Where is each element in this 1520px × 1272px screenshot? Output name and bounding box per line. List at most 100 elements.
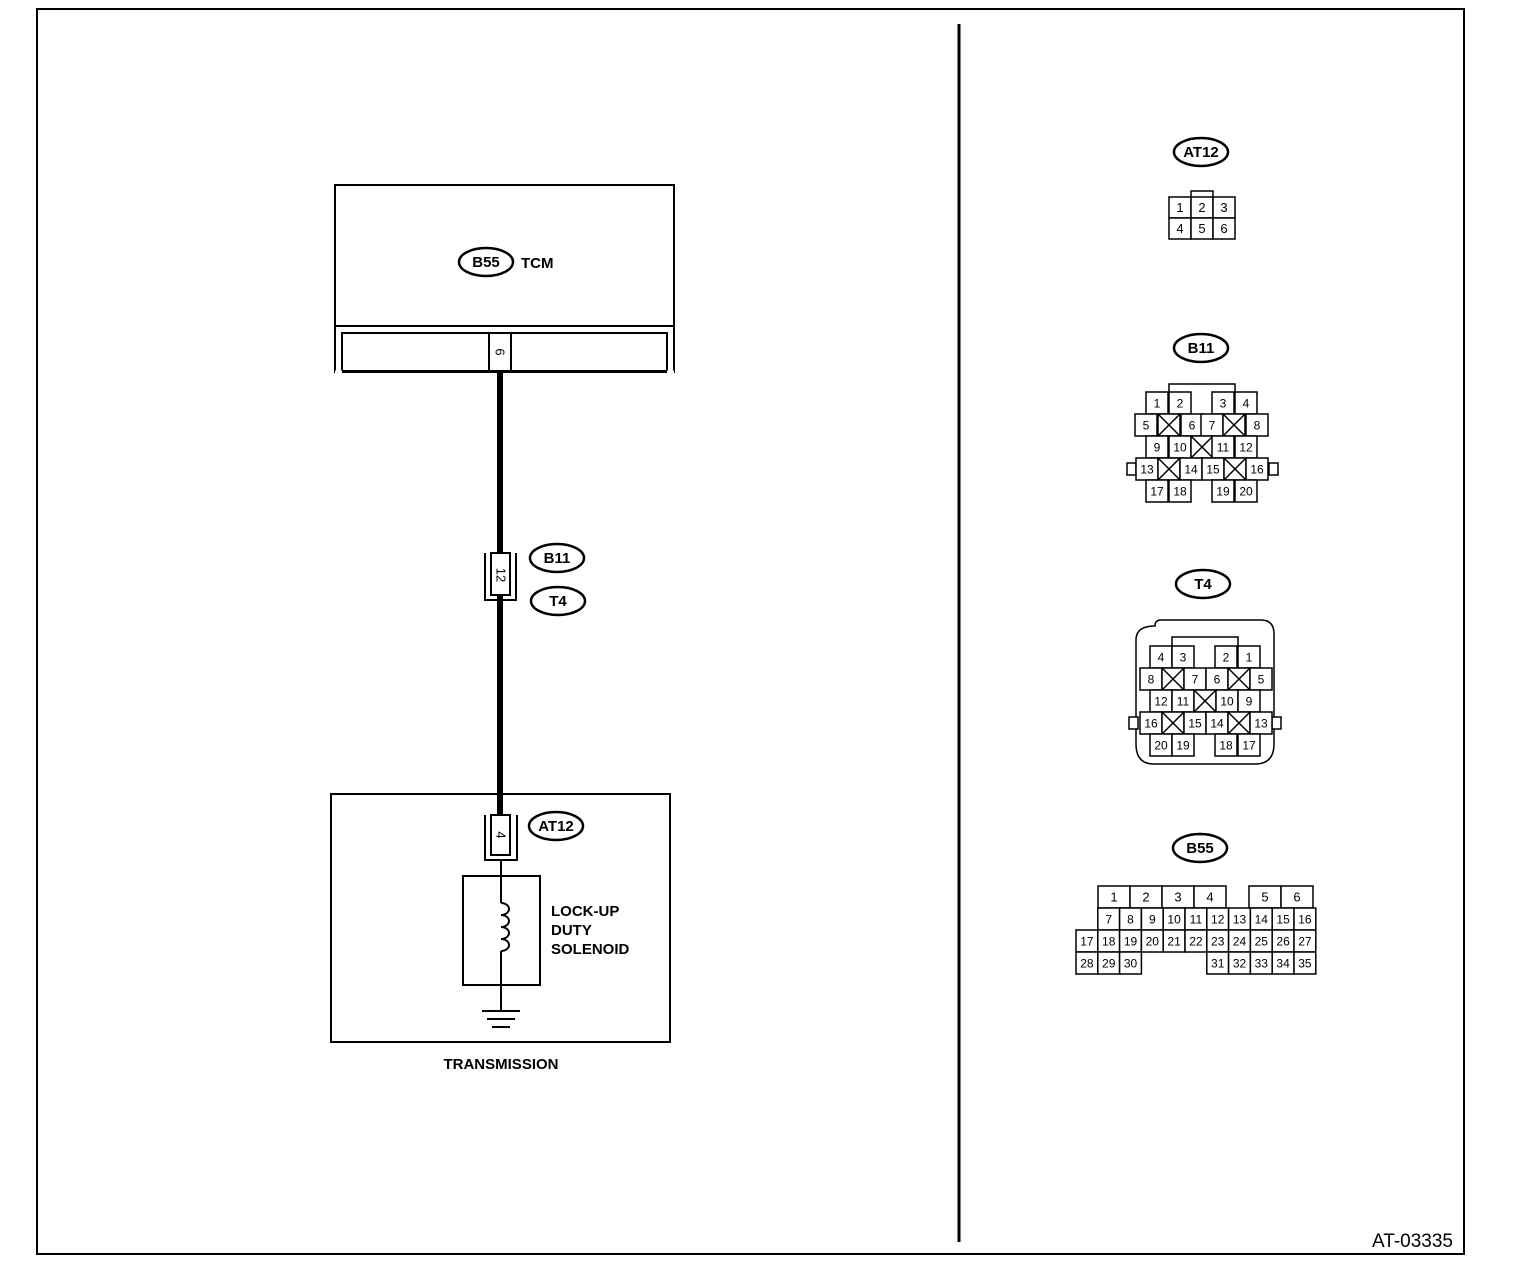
diagram-id-code: AT-03335 [1372, 1231, 1453, 1252]
t4-pin: 14 [1210, 717, 1224, 731]
t4-pin: 2 [1223, 651, 1230, 665]
outer-frame [36, 8, 1465, 1255]
b11-pin: 13 [1140, 463, 1154, 477]
b11-pin: 20 [1239, 485, 1253, 499]
b11-pin: 10 [1173, 441, 1187, 455]
b55-pin: 17 [1080, 935, 1094, 949]
b11-face-oval [1172, 332, 1230, 364]
b11-connector-oval [528, 542, 586, 574]
t4-pin: 18 [1219, 739, 1233, 753]
t4-pin: 5 [1258, 673, 1265, 687]
b11-pin: 2 [1177, 397, 1184, 411]
b55-pin: 14 [1255, 913, 1269, 927]
b55-pin: 4 [1206, 890, 1213, 905]
at12-pin: 4 [1176, 221, 1183, 236]
t4-connector-oval [529, 585, 587, 617]
b55-pin: 33 [1255, 957, 1269, 971]
b55-pin: 19 [1124, 935, 1138, 949]
b11-pin: 17 [1150, 485, 1164, 499]
b55-pin: 34 [1276, 957, 1290, 971]
t4-pin: 12 [1154, 695, 1168, 709]
at12-pin: 6 [1220, 221, 1227, 236]
at12-pin: 5 [1198, 221, 1205, 236]
solenoid-label-2: DUTY [551, 922, 592, 939]
b55-pin: 28 [1080, 957, 1094, 971]
solenoid-label-1: LOCK-UP [551, 903, 619, 920]
t4-pin: 3 [1180, 651, 1187, 665]
at12-pin: 3 [1220, 200, 1227, 215]
at12-pin-label: 4 [494, 831, 509, 838]
t4-pin: 6 [1214, 673, 1221, 687]
b55-pin: 2 [1142, 890, 1149, 905]
b11-pin: 14 [1184, 463, 1198, 477]
solenoid-coil-icon [500, 902, 510, 952]
b11-pin: 11 [1217, 441, 1230, 455]
tcm-name: TCM [521, 255, 554, 272]
b55-pin: 13 [1233, 913, 1247, 927]
b11-pin: 3 [1220, 397, 1227, 411]
b11-pin: 6 [1189, 419, 1196, 433]
b55-pin: 25 [1255, 935, 1269, 949]
t4-connector-label: T4 [549, 593, 567, 610]
b55-pin: 31 [1211, 957, 1225, 971]
t4-pin: 20 [1154, 739, 1168, 753]
t4-pin: 19 [1176, 739, 1190, 753]
solenoid-label-3: SOLENOID [551, 941, 630, 958]
t4-pin: 10 [1220, 695, 1234, 709]
t4-pin: 8 [1148, 673, 1155, 687]
b11-pin: 1 [1154, 397, 1161, 411]
b11-pin: 7 [1209, 419, 1216, 433]
b55-pin: 23 [1211, 935, 1225, 949]
t4-pin: 11 [1177, 695, 1190, 709]
t4-pin: 15 [1188, 717, 1202, 731]
t4-pin: 1 [1246, 651, 1253, 665]
b55-pin: 26 [1276, 935, 1290, 949]
b55-pin: 1 [1110, 890, 1117, 905]
b55-pin: 30 [1124, 957, 1138, 971]
t4-face-label: T4 [1194, 576, 1212, 593]
b55-pin: 21 [1167, 935, 1181, 949]
t4-pin: 17 [1242, 739, 1256, 753]
b55-pin: 35 [1298, 957, 1312, 971]
b11-pin: 9 [1154, 441, 1161, 455]
transmission-unit: 4 AT12 LOCK-UP DUTY SOLENOID [330, 793, 671, 1043]
b11-pin: 5 [1143, 419, 1150, 433]
t4-pin: 16 [1144, 717, 1158, 731]
t4-pin: 7 [1192, 673, 1199, 687]
b11-pin: 4 [1243, 397, 1250, 411]
at12-pin: 1 [1176, 200, 1183, 215]
joint-connector: 12 B11 T4 [484, 542, 587, 617]
b55-pin: 7 [1105, 913, 1112, 927]
tcm-pin-label: 6 [493, 348, 508, 355]
at12-pin: 2 [1198, 200, 1205, 215]
t4-pin: 4 [1158, 651, 1165, 665]
b55-pin: 27 [1298, 935, 1312, 949]
b11-face-label: B11 [1188, 340, 1215, 357]
b55-pin: 10 [1167, 913, 1181, 927]
b11-pin: 19 [1216, 485, 1230, 499]
at12-face-oval [1172, 136, 1230, 168]
b55-pin: 20 [1146, 935, 1160, 949]
at12-face-label: AT12 [1183, 144, 1219, 161]
b11-connector-label: B11 [544, 550, 571, 567]
tcm-unit: 6 B55 TCM [334, 184, 675, 374]
b55-pin: 5 [1261, 890, 1268, 905]
at12-connector-oval [527, 810, 585, 842]
b55-pin: 3 [1174, 890, 1181, 905]
b55-pin: 22 [1189, 935, 1203, 949]
t4-face-oval [1174, 568, 1232, 600]
b55-pin: 18 [1102, 935, 1116, 949]
b11-pin: 12 [1239, 441, 1253, 455]
t4-pin: 13 [1254, 717, 1268, 731]
b55-pin: 9 [1149, 913, 1156, 927]
b55-pin: 16 [1298, 913, 1312, 927]
ground-icon [482, 1010, 520, 1028]
b55-pin: 24 [1233, 935, 1247, 949]
b55-pin: 11 [1190, 913, 1203, 927]
b11-pin: 8 [1254, 419, 1261, 433]
